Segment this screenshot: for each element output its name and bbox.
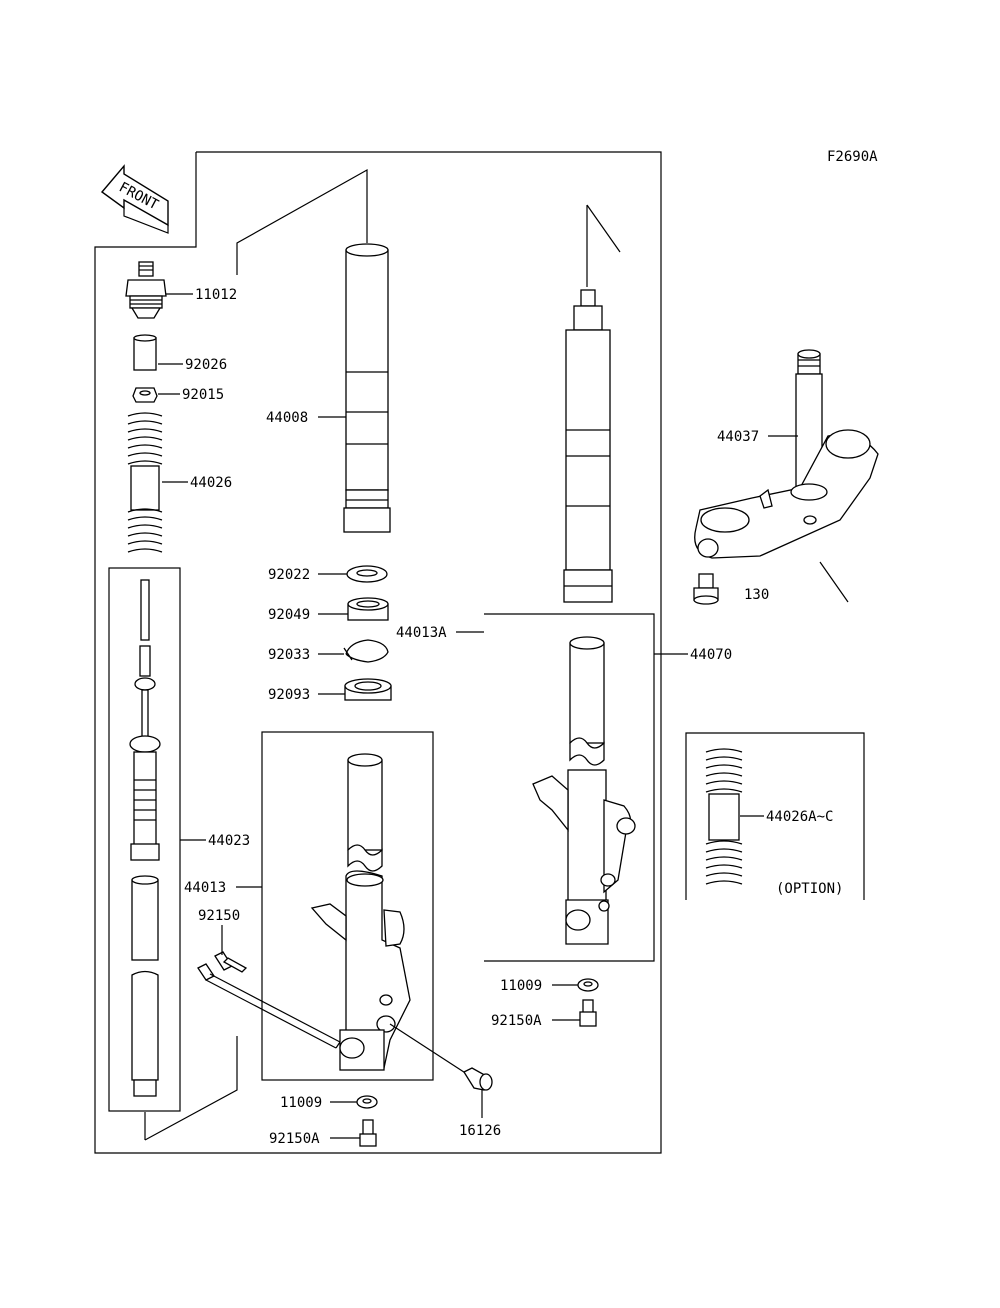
outer-tube-left-part	[310, 753, 411, 1071]
label-16126: 16126	[459, 1123, 501, 1139]
label-11012: 11012	[195, 287, 237, 303]
label-44037: 44037	[717, 429, 759, 445]
stem-bolt-part	[693, 573, 719, 605]
label-92150: 92150	[198, 908, 240, 924]
label-44013: 44013	[184, 880, 226, 896]
allen-bolt-left-part	[359, 1119, 377, 1147]
label-44026: 44026	[190, 475, 232, 491]
option-spring-part	[705, 748, 743, 885]
main-frame	[94, 151, 662, 1154]
diagram-code: F2690A	[827, 149, 878, 165]
top-cap-bolt-part	[125, 261, 167, 319]
option-box	[685, 732, 865, 900]
label-92150A-right: 92150A	[491, 1013, 542, 1029]
outer-tube-box	[261, 731, 434, 1081]
label-92015: 92015	[182, 387, 224, 403]
dust-seal-part	[346, 565, 388, 583]
label-44026A-C: 44026A~C	[766, 809, 833, 825]
outer-tube-right-part	[532, 636, 636, 945]
dust-cover-part	[344, 678, 392, 701]
steering-stem-part	[694, 349, 879, 559]
label-44008: 44008	[266, 410, 308, 426]
circlip-part	[343, 639, 389, 663]
label-92026: 92026	[185, 357, 227, 373]
nut-part	[132, 387, 158, 403]
label-11009-right: 11009	[500, 978, 542, 994]
inner-tube-part	[343, 243, 391, 533]
label-92033: 92033	[268, 647, 310, 663]
label-130: 130	[744, 587, 769, 603]
option-label: (OPTION)	[776, 881, 843, 897]
label-92022: 92022	[268, 567, 310, 583]
washer-left-part	[356, 1095, 378, 1109]
washer-right-part	[577, 978, 599, 992]
label-92150A-left: 92150A	[269, 1131, 320, 1147]
label-92049: 92049	[268, 607, 310, 623]
label-44023: 44023	[208, 833, 250, 849]
assembled-fork-part	[563, 289, 613, 603]
oil-seal-part	[347, 597, 389, 621]
collar-part	[133, 334, 157, 371]
front-arrow-icon: FRONT	[100, 164, 169, 234]
long-bolt-part	[197, 951, 341, 1049]
label-44013A: 44013A	[396, 625, 447, 641]
label-92093: 92093	[268, 687, 310, 703]
allen-bolt-right-part	[579, 999, 597, 1027]
fork-spring-part	[127, 412, 163, 553]
drain-bolt-part	[463, 1067, 493, 1091]
outer-tube-a-box	[484, 613, 655, 962]
label-44070: 44070	[690, 647, 732, 663]
label-11009-left: 11009	[280, 1095, 322, 1111]
cartridge-part	[129, 579, 161, 1097]
